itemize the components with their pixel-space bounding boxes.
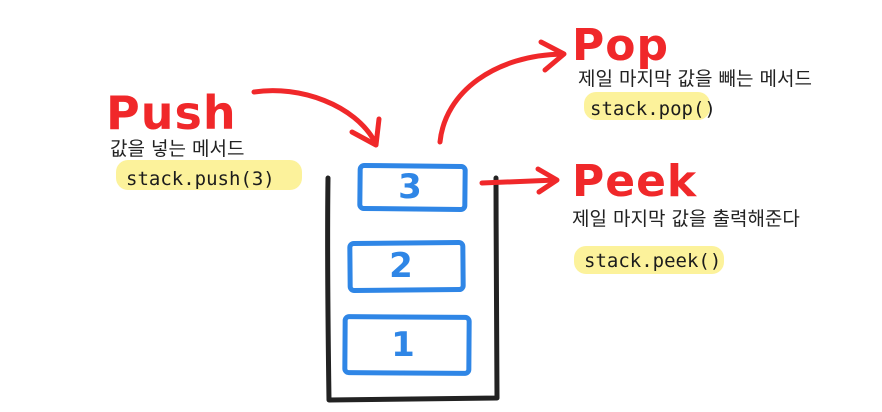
pop-description: 제일 마지막 값을 빼는 메서드 <box>578 68 812 90</box>
push-arrow-head <box>349 116 382 148</box>
pop-code-highlight <box>584 92 710 120</box>
peek-code: stack.peek() <box>584 250 722 272</box>
pop-arrow-head <box>538 39 567 73</box>
pop-code: stack.pop() <box>590 98 716 120</box>
push-code-highlight <box>116 160 302 190</box>
push-title: Push <box>106 86 237 140</box>
peek-code-highlight <box>574 246 724 274</box>
push-arrow-shaft <box>251 88 378 145</box>
push-code: stack.push(3) <box>126 168 275 190</box>
stack-box-top <box>357 162 468 213</box>
peek-arrow-head <box>535 166 560 195</box>
stack-box-middle <box>347 240 466 293</box>
peek-arrow-shaft <box>479 177 559 186</box>
pop-arrow-shaft <box>437 51 566 145</box>
push-description: 값을 넣는 메서드 <box>110 138 245 160</box>
stack-item-middle: 2 <box>389 246 413 286</box>
pop-title: Pop <box>572 20 669 71</box>
stack-item-bottom: 1 <box>391 325 415 365</box>
stack-item-top: 3 <box>398 167 422 207</box>
stack-box-bottom <box>342 314 472 376</box>
peek-description: 제일 마지막 값을 출력해준다 <box>572 208 800 230</box>
peek-title: Peek <box>572 156 698 207</box>
stack-container <box>325 175 500 403</box>
